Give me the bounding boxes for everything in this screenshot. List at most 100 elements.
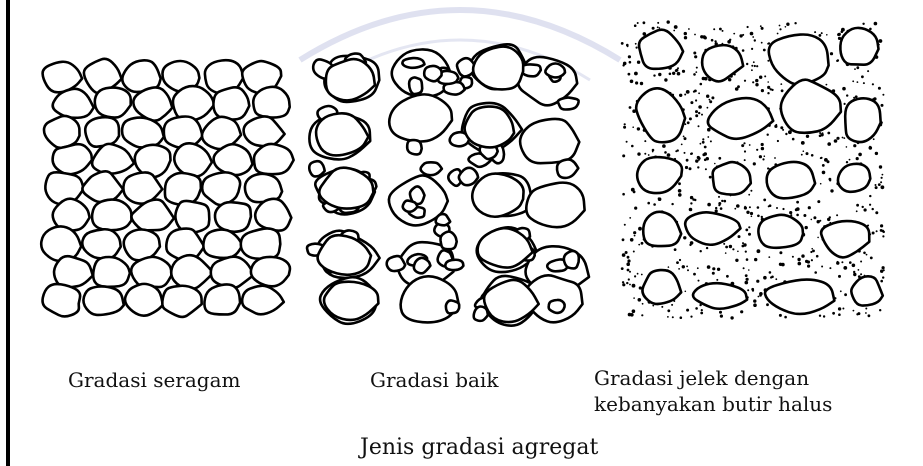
fine-grain-dot	[728, 78, 731, 81]
uniform-stone	[133, 87, 172, 120]
fine-grain-dot	[637, 61, 640, 64]
fine-grain-dot	[702, 141, 705, 144]
fine-grain-dot	[748, 269, 750, 271]
fine-grain-dot	[678, 193, 682, 197]
fine-grain-dot	[700, 143, 702, 145]
fine-grain-dot	[751, 288, 754, 291]
coarse-stone	[765, 280, 834, 314]
fine-grain-dot	[853, 271, 855, 273]
fine-grain-dot	[714, 40, 716, 42]
fine-grain-dot	[858, 269, 860, 271]
fine-grain-dot	[678, 189, 682, 193]
coarse-stone	[702, 45, 743, 81]
fine-grain-dot	[856, 204, 859, 207]
fine-grain-dot	[641, 242, 644, 245]
fine-grain-dot	[819, 315, 821, 317]
fine-grain-dot	[638, 244, 640, 246]
fine-grain-dot	[878, 183, 881, 186]
uniform-stone	[82, 171, 123, 202]
small-stone	[436, 214, 450, 225]
fine-grain-dot	[709, 99, 711, 101]
fine-grain-dot	[857, 81, 859, 83]
panel-uniform-gradation	[41, 59, 293, 317]
fine-grain-dot	[814, 31, 816, 33]
coarse-stone	[643, 212, 681, 246]
large-stone	[473, 47, 523, 90]
uniform-stone	[162, 286, 201, 317]
fine-grain-dot	[690, 202, 692, 204]
fine-grain-dot	[676, 261, 679, 264]
fine-grain-dot	[634, 235, 636, 237]
large-stone	[520, 119, 579, 163]
fine-grain-dot	[882, 276, 884, 278]
fine-grain-dot	[697, 166, 699, 168]
fine-grain-dot	[722, 30, 724, 32]
fine-grain-dot	[819, 220, 821, 222]
fine-grain-dot	[700, 83, 703, 86]
fine-grain-dot	[836, 214, 838, 216]
fine-grain-dot	[693, 273, 696, 276]
fine-grain-dot	[768, 256, 770, 258]
fine-grain-dot	[849, 159, 851, 161]
fine-grain-dot	[745, 274, 748, 277]
fine-grain-dot	[852, 264, 856, 268]
fine-grain-dot	[669, 73, 672, 76]
fine-grain-dot	[830, 189, 833, 192]
fine-grain-dot	[769, 204, 772, 207]
fine-grain-dot	[856, 66, 859, 69]
fine-grain-dot	[698, 105, 702, 109]
fine-grain-dot	[814, 271, 817, 274]
fine-grain-dot	[690, 196, 693, 199]
fine-grain-dot	[726, 275, 729, 278]
fine-grain-dot	[779, 251, 782, 254]
uniform-stone	[202, 172, 240, 205]
coarse-stone	[713, 162, 751, 195]
fine-grain-dot	[749, 144, 751, 146]
fine-grain-dot	[751, 48, 753, 50]
small-stone	[446, 300, 459, 313]
fine-grain-dot	[667, 20, 670, 23]
fine-grain-dot	[811, 248, 813, 250]
fine-grain-dot	[694, 34, 696, 36]
fine-grain-dot	[633, 251, 635, 253]
fine-grain-dot	[747, 26, 749, 28]
uniform-stone	[242, 286, 284, 315]
fine-grain-dot	[717, 268, 720, 271]
fine-grain-dot	[849, 261, 852, 264]
uniform-stone	[95, 88, 131, 118]
fine-grain-dot	[777, 140, 779, 142]
fine-grain-dot	[750, 190, 752, 192]
fine-grain-dot	[698, 125, 700, 127]
fine-grain-dot	[678, 268, 680, 270]
fine-grain-dot	[682, 265, 685, 268]
fine-grain-dot	[870, 257, 873, 260]
fine-grain-dot	[817, 200, 820, 203]
fine-grain-dot	[622, 64, 624, 66]
uniform-stone	[254, 144, 294, 174]
fine-grain-dot	[719, 311, 722, 314]
fine-grain-dot	[776, 207, 778, 209]
fine-grain-dot	[712, 267, 715, 270]
fine-grain-dot	[681, 144, 683, 146]
fine-grain-dot	[689, 167, 692, 170]
coarse-stone	[851, 276, 883, 305]
fine-grain-dot	[795, 208, 798, 211]
fine-grain-dot	[882, 266, 885, 269]
fine-grain-dot	[864, 208, 867, 211]
fine-grain-dot	[842, 308, 844, 310]
fine-grain-dot	[706, 247, 708, 249]
fine-grain-dot	[852, 80, 854, 82]
uniform-stone	[85, 117, 119, 147]
coarse-stone	[637, 157, 682, 193]
fine-grain-dot	[856, 210, 858, 212]
fine-grain-dot	[668, 266, 670, 268]
fine-grain-dot	[631, 145, 634, 148]
fine-grain-dot	[763, 276, 767, 280]
fine-grain-dot	[860, 273, 862, 275]
fine-grain-dot	[764, 155, 766, 157]
uniform-stone	[44, 116, 80, 148]
fine-grain-dot	[647, 202, 650, 205]
fine-grain-dot	[657, 22, 659, 24]
fine-grain-dot	[803, 150, 805, 152]
fine-grain-dot	[674, 248, 677, 251]
